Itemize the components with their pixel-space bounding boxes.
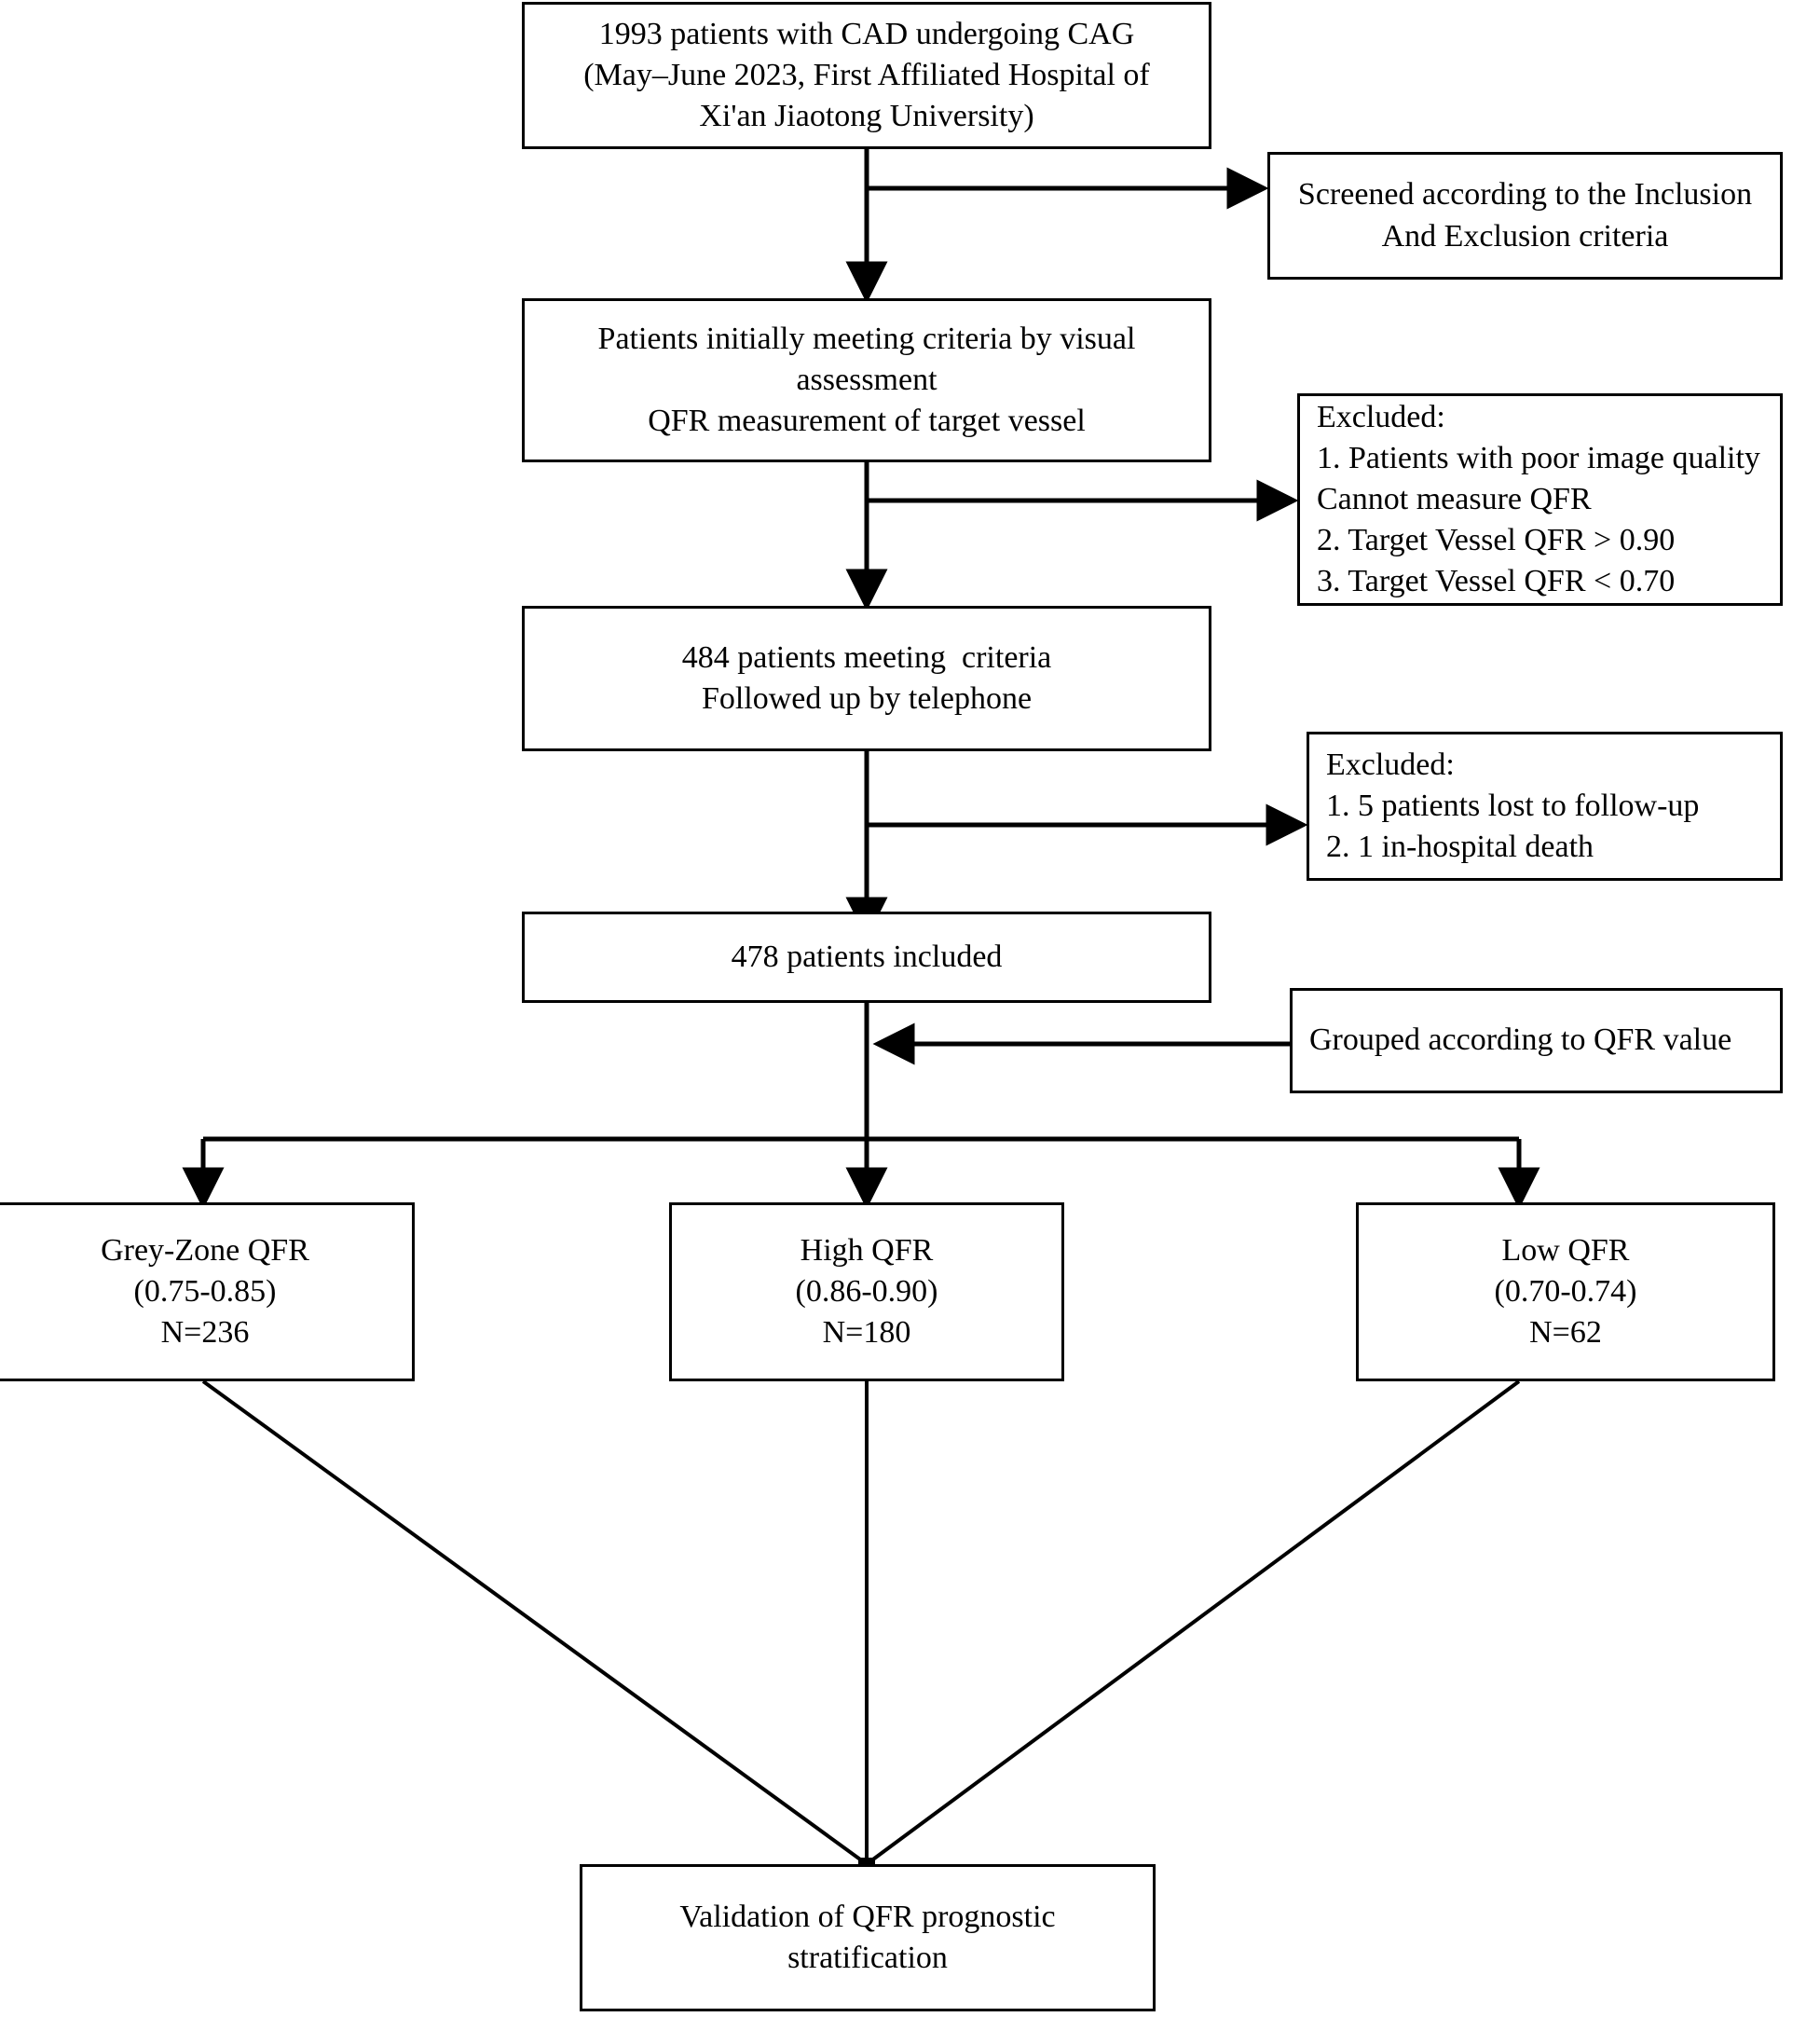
node-included: 478 patients included	[522, 912, 1211, 1003]
node-initial-line-2: assessment	[796, 362, 937, 397]
node-excluded-1-line-4: 2. Target Vessel QFR > 0.90	[1317, 523, 1676, 558]
node-cohort: 1993 patients with CAD undergoing CAG (M…	[522, 2, 1211, 149]
node-high-qfr-line-1: High QFR	[800, 1232, 934, 1268]
node-excluded-2-line-1: Excluded:	[1326, 747, 1455, 782]
node-grey-zone-line-1: Grey-Zone QFR	[101, 1232, 309, 1268]
node-grouped-line-1: Grouped according to QFR value	[1309, 1022, 1732, 1058]
node-high-qfr: High QFR (0.86-0.90) N=180	[669, 1202, 1064, 1381]
node-low-qfr-line-3: N=62	[1529, 1315, 1602, 1351]
node-high-qfr-line-3: N=180	[822, 1315, 911, 1351]
node-screened-line-2: And Exclusion criteria	[1381, 218, 1669, 254]
node-low-qfr: Low QFR (0.70-0.74) N=62	[1356, 1202, 1775, 1381]
node-meeting-criteria: 484 patients meeting criteria Followed u…	[522, 606, 1211, 751]
node-excluded-1-line-2: 1. Patients with poor image quality	[1317, 440, 1760, 475]
node-included-line-1: 478 patients included	[731, 939, 1003, 974]
node-meeting-line-1: 484 patients meeting criteria	[681, 639, 1052, 675]
node-screened: Screened according to the Inclusion And …	[1267, 152, 1783, 280]
node-cohort-line-3: Xi'an Jiaotong University)	[699, 99, 1034, 134]
node-screened-line-1: Screened according to the Inclusion	[1297, 177, 1753, 213]
node-grey-zone-line-3: N=236	[160, 1315, 250, 1351]
edge-low-qfr-to-validation	[865, 1379, 1521, 1866]
node-excluded-1-line-1: Excluded:	[1317, 399, 1445, 434]
node-grey-zone-qfr: Grey-Zone QFR (0.75-0.85) N=236	[0, 1202, 415, 1381]
node-excluded-1: Excluded: 1. Patients with poor image qu…	[1297, 393, 1783, 606]
node-low-qfr-line-2: (0.70-0.74)	[1494, 1273, 1637, 1309]
node-high-qfr-line-2: (0.86-0.90)	[795, 1273, 938, 1309]
node-grey-zone-line-2: (0.75-0.85)	[133, 1273, 277, 1309]
node-validation-line-2: stratification	[787, 1941, 948, 1975]
node-meeting-line-2: Followed up by telephone	[701, 681, 1033, 716]
node-cohort-line-1: 1993 patients with CAD undergoing CAG	[598, 16, 1135, 51]
node-initial-criteria: Patients initially meeting criteria by v…	[522, 298, 1211, 462]
node-validation-line-1: Validation of QFR prognostic	[679, 1899, 1056, 1934]
node-initial-line-1: Patients initially meeting criteria by v…	[597, 321, 1136, 356]
node-excluded-2-line-2: 1. 5 patients lost to follow-up	[1326, 788, 1700, 823]
node-low-qfr-line-1: Low QFR	[1501, 1232, 1630, 1268]
node-grouped: Grouped according to QFR value	[1290, 988, 1783, 1093]
node-excluded-1-line-3: Cannot measure QFR	[1317, 481, 1592, 516]
node-excluded-1-line-5: 3. Target Vessel QFR < 0.70	[1317, 564, 1676, 599]
edge-grey-zone-to-validation	[201, 1379, 869, 1866]
node-validation: Validation of QFR prognostic stratificat…	[580, 1864, 1156, 2011]
node-initial-line-3: QFR measurement of target vessel	[648, 404, 1086, 439]
node-cohort-line-2: (May–June 2023, First Affiliated Hospita…	[583, 57, 1150, 92]
node-excluded-2-line-3: 2. 1 in-hospital death	[1326, 830, 1594, 865]
node-excluded-2: Excluded: 1. 5 patients lost to follow-u…	[1307, 732, 1783, 881]
